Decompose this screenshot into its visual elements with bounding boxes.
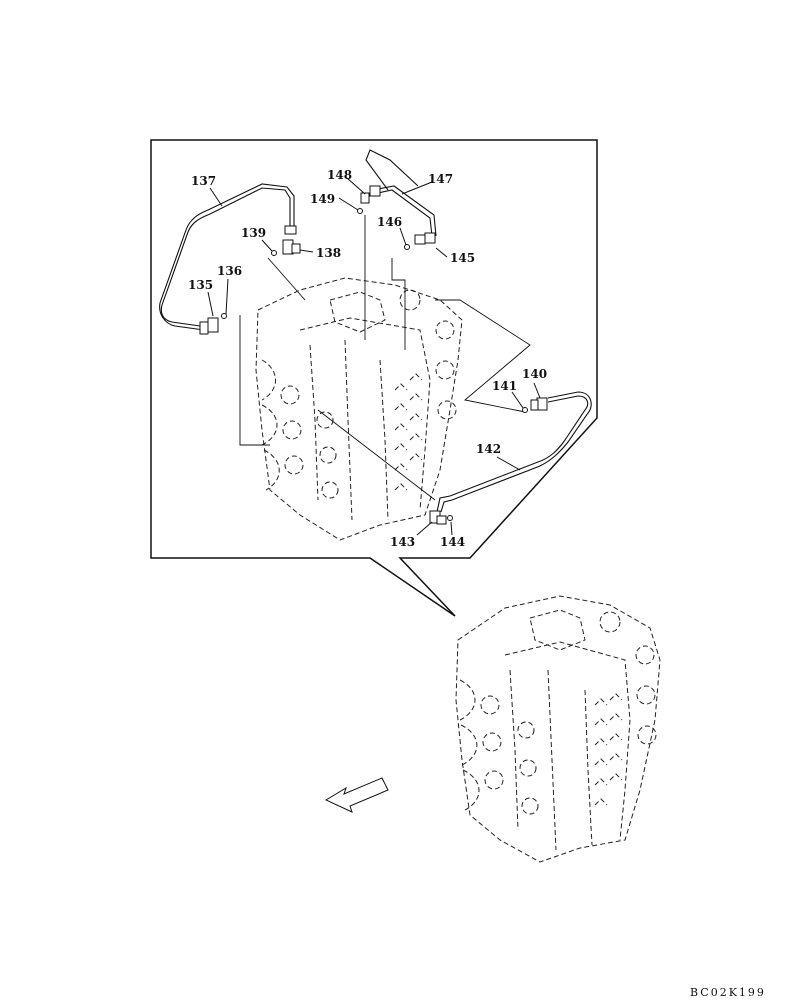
valve-block-detail-drawing (255, 277, 463, 541)
callout-147: 147 (428, 172, 453, 186)
valve-block-overview-drawing (455, 595, 661, 863)
callout-144: 144 (440, 535, 465, 549)
callout-145: 145 (450, 251, 475, 265)
pipe-137 (159, 183, 297, 335)
callout-148: 148 (327, 168, 352, 182)
pipe-147 (357, 149, 437, 250)
callout-136: 136 (217, 264, 242, 278)
callout-140: 140 (522, 367, 547, 381)
drawing-code: BC02K199 (690, 986, 766, 999)
callout-137: 137 (191, 174, 216, 188)
leader-lines (207, 177, 541, 536)
callout-138: 138 (316, 246, 341, 260)
callout-146: 146 (377, 215, 402, 229)
callout-142: 142 (476, 442, 501, 456)
direction-arrow-icon (324, 777, 389, 813)
callout-149: 149 (310, 192, 335, 206)
pipe-142 (429, 391, 592, 525)
callout-135: 135 (188, 278, 213, 292)
routing-lines (239, 215, 531, 501)
callout-141: 141 (492, 379, 517, 393)
fitting-135 (221, 313, 227, 319)
callout-143: 143 (390, 535, 415, 549)
fitting-138 (271, 239, 301, 256)
callout-139: 139 (241, 226, 266, 240)
callout-labels: 137 148 147 149 139 138 146 145 135 136 … (188, 168, 547, 549)
